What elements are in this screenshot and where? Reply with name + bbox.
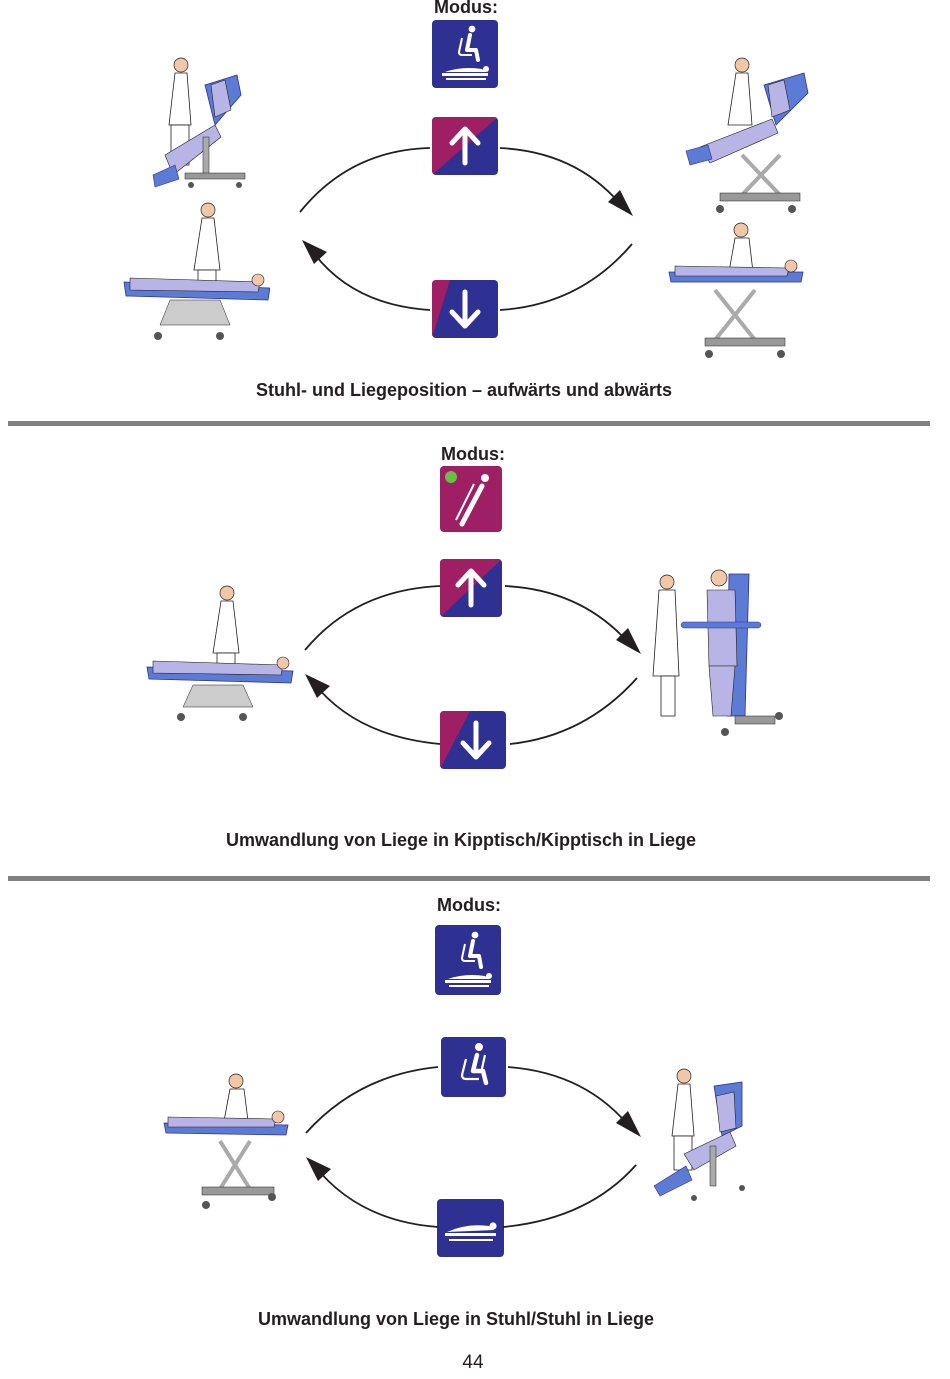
patient-reclined-chair-illustration (145, 55, 255, 195)
chair-and-bed-mode-icon (435, 925, 501, 995)
transition-arrows (295, 576, 645, 756)
chair-and-bed-mode-icon (432, 20, 498, 88)
mode-label: Modus: (441, 444, 505, 465)
section-caption: Stuhl- und Liegeposition – aufwärts und … (256, 380, 672, 401)
transition-arrows (290, 140, 640, 320)
section-bed-tilt-table: Modus: (0, 426, 950, 876)
page-number: 44 (462, 1352, 483, 1374)
status-indicator-green (445, 471, 457, 483)
patient-lying-bed-illustration (120, 200, 270, 345)
patient-seated-chair-illustration (650, 1066, 760, 1206)
tilt-table-mode-icon (440, 466, 502, 532)
section-bed-chair: Modus: (0, 881, 950, 1341)
mode-label: Modus: (434, 0, 498, 18)
patient-lying-raised-bed-illustration (160, 1071, 295, 1216)
transition-arrows (298, 1061, 648, 1241)
patient-standing-tilt-table-illustration (645, 566, 790, 741)
patient-reclined-raised-chair-illustration (680, 55, 815, 220)
patient-lying-raised-bed-illustration (665, 220, 810, 365)
patient-lying-bed-illustration (143, 581, 298, 726)
mode-label: Modus: (437, 895, 501, 916)
section-caption: Umwandlung von Liege in Kipptisch/Kippti… (226, 830, 696, 851)
section-chair-bed-up-down: Modus: (0, 0, 950, 420)
section-caption: Umwandlung von Liege in Stuhl/Stuhl in L… (258, 1309, 654, 1330)
